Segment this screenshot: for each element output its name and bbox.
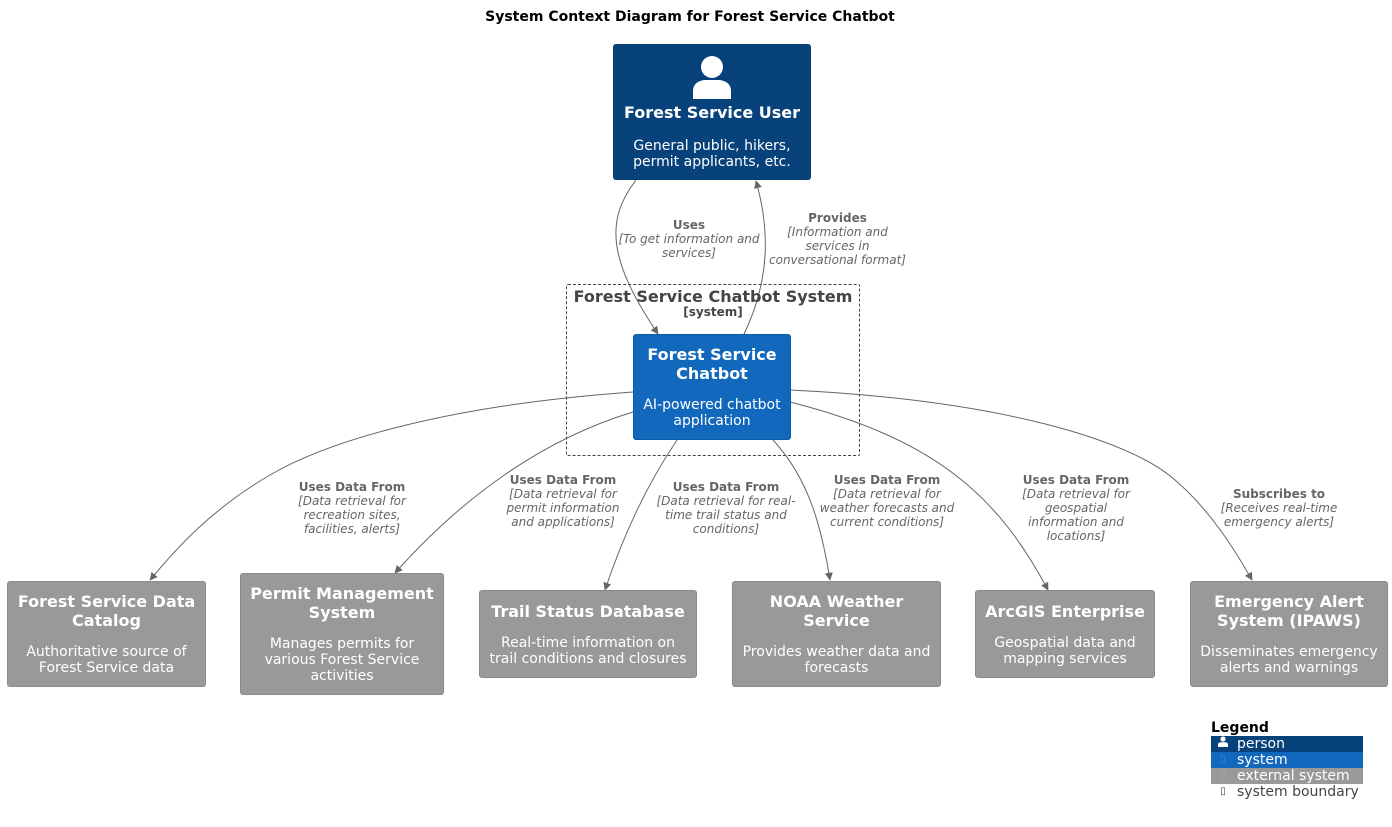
relation-name: Uses	[672, 218, 706, 232]
person-icon	[693, 55, 731, 99]
boundary-type: [system]	[683, 305, 743, 319]
legend-label: external system	[1237, 768, 1350, 784]
edge-trail	[603, 439, 678, 591]
edge-uses	[615, 179, 659, 335]
relation-label-trail: Uses Data From [Data retrieval for real-…	[656, 480, 796, 536]
edge-catalog	[149, 391, 634, 581]
relation-label-provides: Provides [Information and services in co…	[765, 211, 910, 267]
arcgis-enterprise-node[interactable]: ArcGIS Enterprise Geospatial data and ma…	[975, 590, 1155, 678]
relation-label-uses: Uses [To get information and services]	[614, 218, 764, 260]
node-name: ArcGIS Enterprise	[985, 601, 1145, 621]
legend-item-boundary: ▯ system boundary	[1211, 784, 1363, 800]
relation-name: Uses Data From	[1022, 473, 1130, 487]
relation-name: Uses Data From	[298, 480, 406, 494]
relation-technology: [Receives real-time emergency alerts]	[1220, 501, 1338, 529]
forest-service-user-node[interactable]: Forest Service User General public, hike…	[613, 44, 811, 180]
relation-label-permit: Uses Data From [Data retrieval for permi…	[503, 473, 623, 529]
node-name: Forest Service Data Catalog	[17, 592, 196, 630]
legend-item-external: ▯ external system	[1211, 768, 1363, 784]
edge-ipaws	[789, 389, 1253, 581]
node-description: Geospatial data and mapping services	[994, 634, 1136, 667]
permit-management-node[interactable]: Permit Management System Manages permits…	[240, 573, 444, 695]
relation-name: Uses Data From	[672, 480, 780, 494]
edge-permit	[394, 411, 634, 574]
relation-name: Provides	[808, 211, 867, 225]
legend-title: Legend	[1211, 720, 1269, 736]
node-name: NOAA Weather Service	[769, 592, 904, 630]
diagram-title: System Context Diagram for Forest Servic…	[485, 9, 895, 25]
node-name: Forest Service User	[623, 102, 801, 122]
relation-label-ipaws: Subscribes to [Receives real-time emerge…	[1209, 487, 1349, 529]
trail-status-node[interactable]: Trail Status Database Real-time informat…	[479, 590, 697, 678]
node-name: Forest Service Chatbot	[647, 345, 777, 383]
legend-label: person	[1237, 736, 1285, 752]
relation-label-noaa: Uses Data From [Data retrieval for weath…	[817, 473, 957, 529]
emergency-alert-node[interactable]: Emergency Alert System (IPAWS) Dissemina…	[1190, 581, 1388, 687]
node-description: General public, hikers, permit applicant…	[633, 137, 791, 170]
relation-technology: [To get information and services]	[618, 232, 760, 260]
legend-label: system	[1237, 752, 1288, 768]
node-description: Authoritative source of Forest Service d…	[26, 644, 187, 676]
relation-name: Subscribes to	[1232, 487, 1326, 501]
edge-provides	[743, 180, 766, 335]
data-catalog-node[interactable]: Forest Service Data Catalog Authoritativ…	[7, 581, 206, 687]
edge-arcgis	[789, 401, 1049, 591]
legend-label: system boundary	[1237, 784, 1359, 800]
legend: Legend person ▯ system ▯ external system…	[1211, 720, 1363, 800]
relation-technology: [Data retrieval for permit information a…	[506, 487, 620, 529]
relation-technology: [Data retrieval for weather forecasts an…	[819, 487, 955, 529]
node-description: AI-powered chatbot application	[643, 397, 781, 429]
node-name: Emergency Alert System (IPAWS)	[1214, 592, 1364, 630]
node-name: Permit Management System	[250, 584, 434, 622]
forest-service-chatbot-node[interactable]: Forest Service Chatbot AI-powered chatbo…	[633, 334, 791, 440]
relation-technology: [Data retrieval for recreation sites, fa…	[298, 494, 406, 536]
node-name: Trail Status Database	[491, 601, 685, 621]
node-description: Real-time information on trail condition…	[489, 634, 687, 667]
legend-item-system: ▯ system	[1211, 752, 1363, 768]
external-system-icon: ▯	[1220, 770, 1226, 781]
system-boundary: Forest Service Chatbot System [system]	[566, 284, 860, 456]
relation-name: Uses Data From	[509, 473, 617, 487]
system-icon: ▯	[1220, 754, 1226, 765]
relation-label-catalog: Uses Data From [Data retrieval for recre…	[282, 480, 422, 536]
relation-label-arcgis: Uses Data From [Data retrieval for geosp…	[1016, 473, 1136, 543]
relation-name: Uses Data From	[833, 473, 941, 487]
node-description: Manages permits for various Forest Servi…	[264, 636, 420, 684]
relation-technology: [Data retrieval for real-time trail stat…	[656, 494, 796, 536]
legend-item-person: person	[1211, 735, 1363, 753]
noaa-weather-node[interactable]: NOAA Weather Service Provides weather da…	[732, 581, 941, 687]
relation-technology: [Data retrieval for geospatial informati…	[1022, 487, 1130, 543]
node-description: Provides weather data and forecasts	[742, 644, 931, 676]
boundary-icon: ▯	[1220, 786, 1226, 797]
person-icon	[1215, 735, 1231, 753]
relation-technology: [Information and services in conversatio…	[769, 225, 906, 267]
node-description: Disseminates emergency alerts and warnin…	[1200, 644, 1378, 676]
edge-noaa	[772, 439, 833, 581]
boundary-name: Forest Service Chatbot System	[573, 287, 853, 306]
